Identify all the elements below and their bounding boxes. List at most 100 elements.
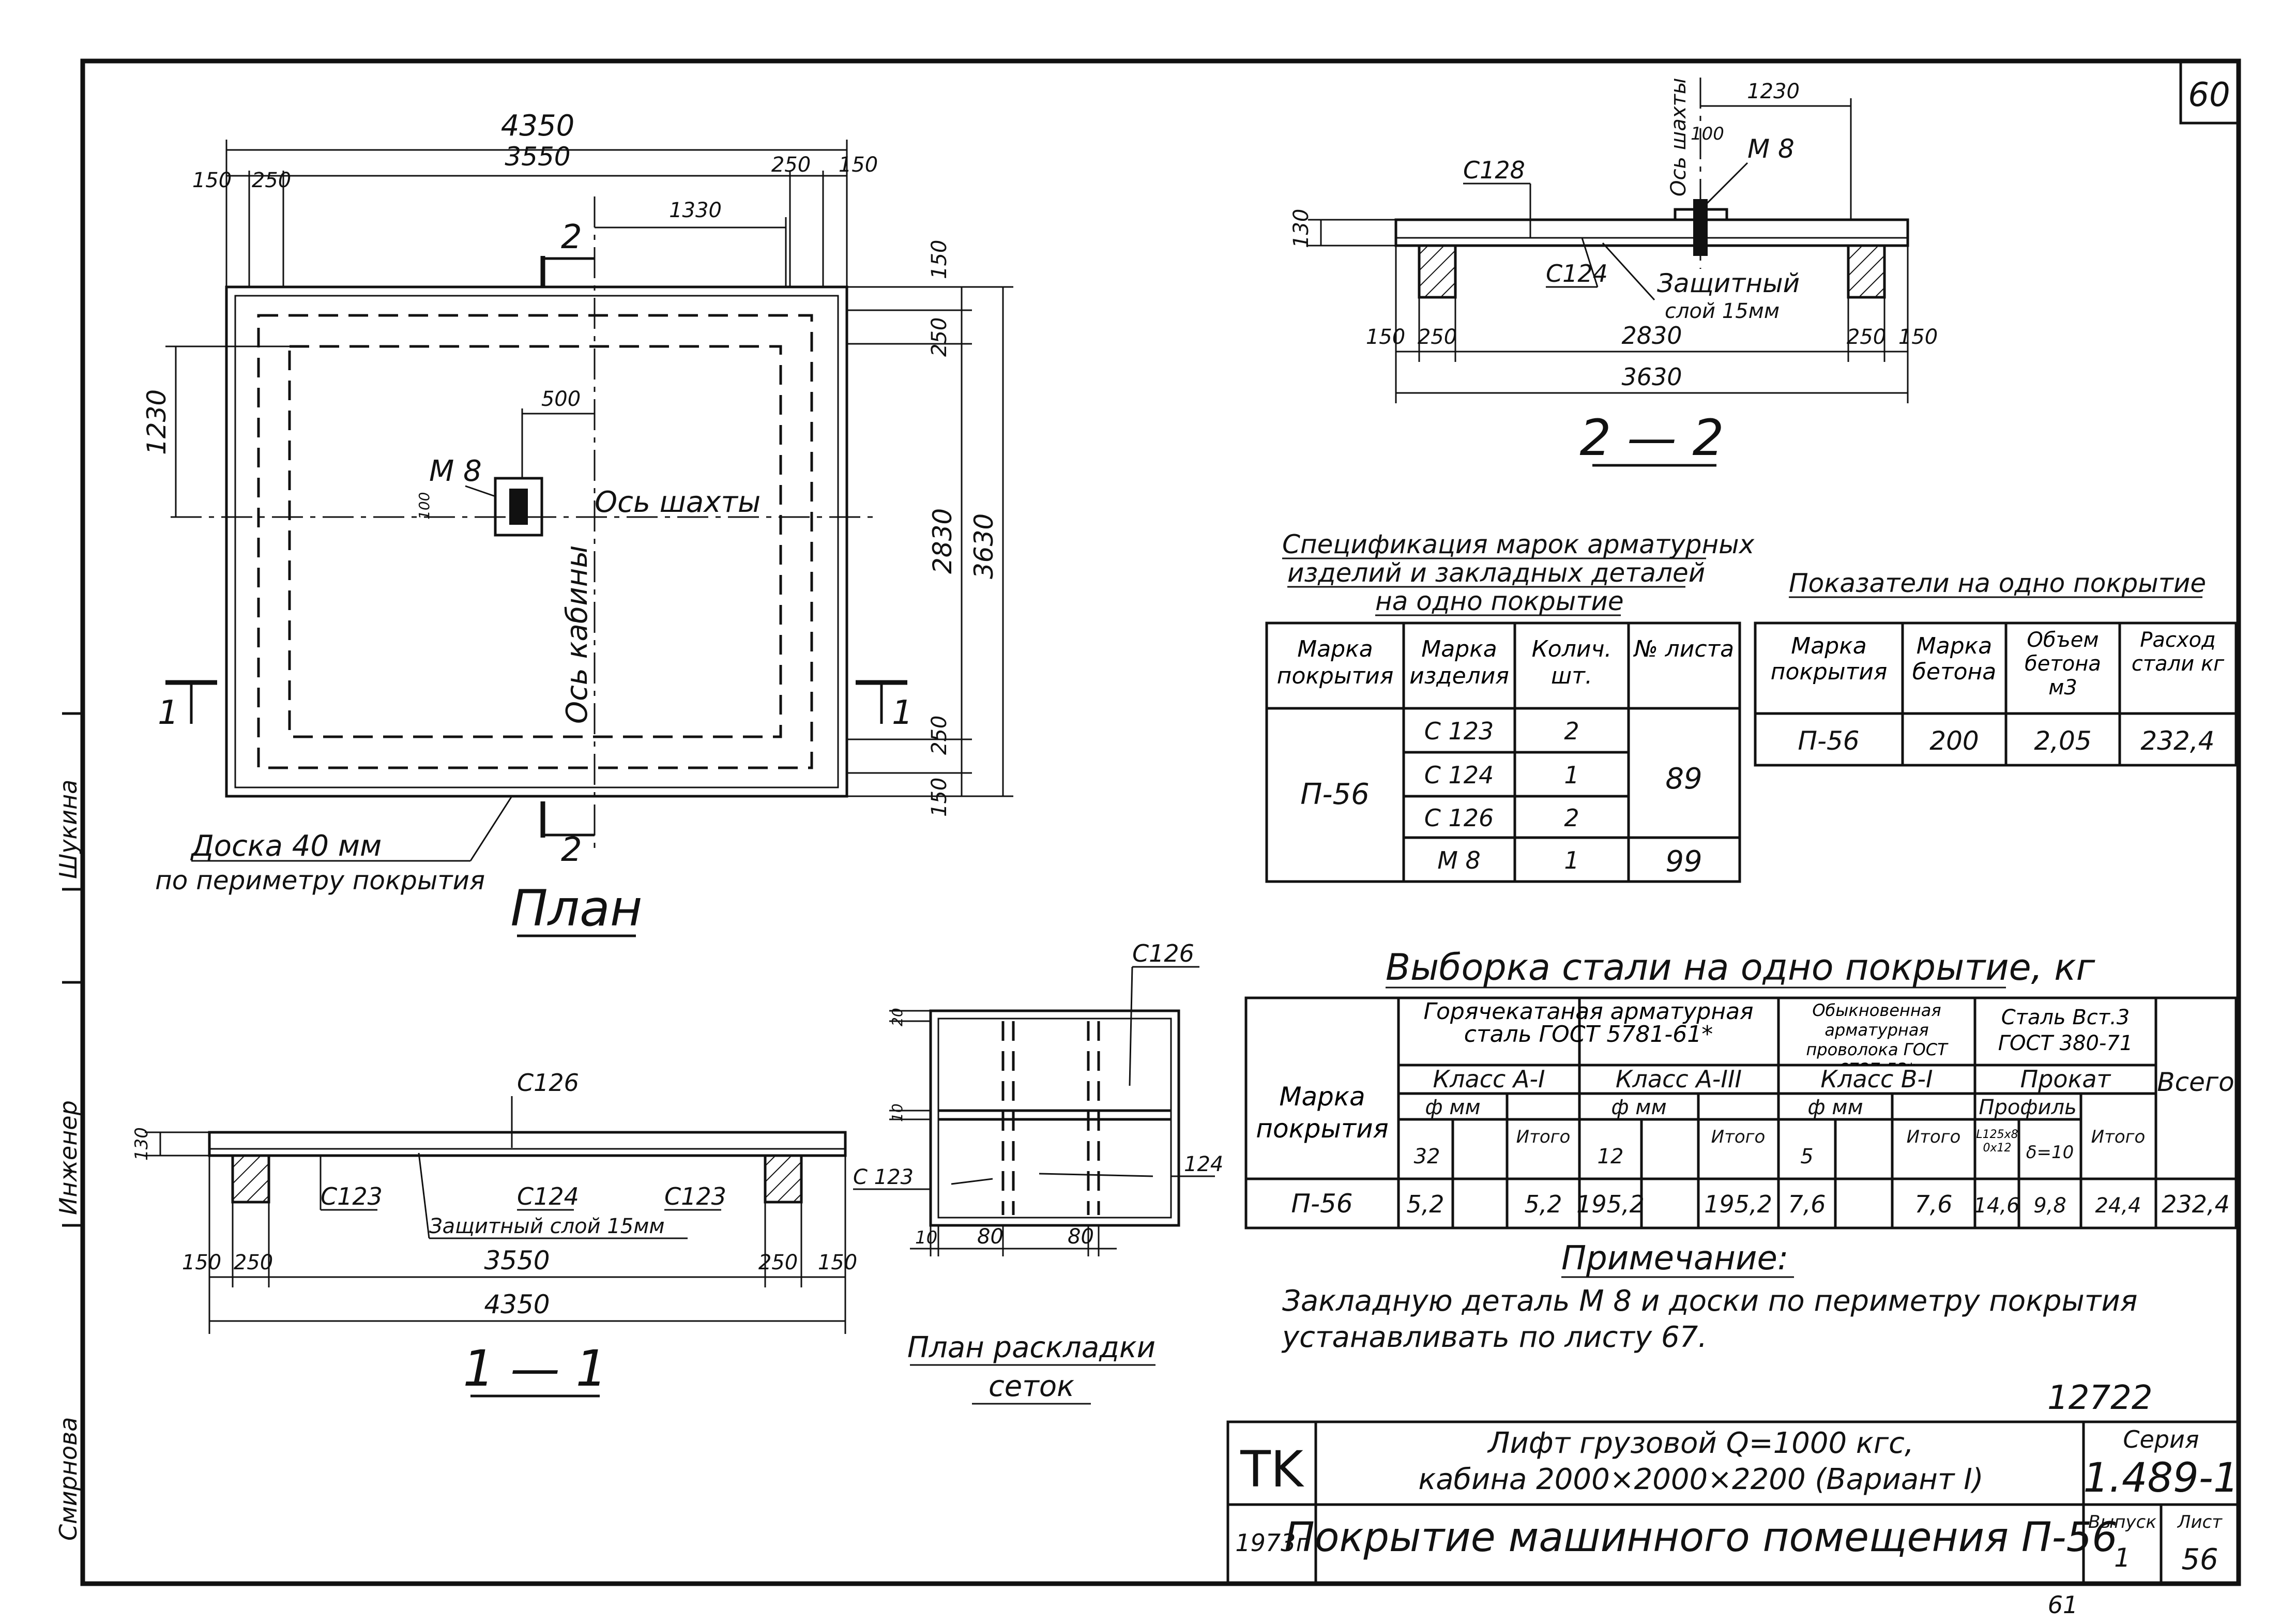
s22-protective1: Защитный	[1657, 268, 1800, 298]
plan-dim-1330: 1330	[669, 199, 722, 222]
ind-v-volume: 2,05	[2034, 726, 2091, 756]
mesh-dim-10-bottom: 10	[915, 1227, 937, 1248]
mesh-c123: С 123	[853, 1165, 914, 1189]
steel-cls-b1: Класс В-I	[1820, 1065, 1933, 1093]
spec-h-cover-mark: Марка покрытия	[1276, 636, 1394, 689]
s22-dim-250-left: 250	[1418, 325, 1457, 349]
steel-row-mark: П-56	[1291, 1189, 1352, 1219]
mesh-dim-80-left: 80	[977, 1225, 1003, 1249]
spec-row4-qty: 1	[1564, 846, 1579, 874]
ind-h-volume: Объем бетона м3	[2025, 628, 2101, 700]
steel-phi-b1: ф мм	[1807, 1096, 1863, 1119]
spec-row4-item: М 8	[1437, 846, 1481, 874]
spec-title1: Спецификация марок арматурных	[1282, 529, 1755, 559]
s22-dim-150-left: 150	[1366, 325, 1405, 349]
s22-dim-130: 130	[1289, 209, 1313, 248]
sheet-frame	[80, 58, 2241, 1586]
title-line3: Покрытие машинного помещения П-56	[1284, 1514, 2118, 1561]
plan-rdim-250-bot: 250	[927, 716, 951, 755]
steel-angle: L125х80х12	[1976, 1128, 2018, 1155]
steel-itogo-b1: Итого	[1907, 1127, 1961, 1147]
sheet-label: Лист	[2177, 1512, 2223, 1532]
steel-title: Выборка стали на одно покрытие, кг	[1386, 946, 2095, 989]
plan-dim-150-right: 150	[839, 153, 878, 177]
plan-m8-label: M 8	[429, 454, 482, 488]
ind-h-cover: Марка покрытия	[1770, 633, 1888, 685]
series-label: Серия	[2123, 1425, 2199, 1453]
s11-dim-250-right: 250	[758, 1251, 798, 1274]
steel-h-wire: Обыкновенная арматурная проволока ГОСТ 6…	[1806, 1000, 1948, 1065]
s22-dim-250-right: 250	[1847, 325, 1886, 349]
steel-d5: 5	[1800, 1145, 1813, 1168]
s11-c126: С126	[517, 1069, 579, 1097]
spec-row3-item: С 126	[1424, 804, 1494, 832]
s22-slab	[1394, 218, 1909, 247]
s22-dim-2830: 2830	[1621, 322, 1682, 350]
steel-profile: Профиль	[1979, 1096, 2076, 1119]
title-block: 12722 TK 1973г Лифт грузовой Q=1000 кгс,…	[1226, 1379, 2240, 1619]
steel-prokat: Прокат	[2020, 1065, 2111, 1093]
steel-h-vst: Сталь Вст.3 ГОСТ 380-71	[1998, 1006, 2133, 1055]
slab-outline	[225, 285, 848, 798]
plan-dim-500: 500	[541, 387, 581, 411]
steel-cls-a3: Класс А-III	[1616, 1065, 1742, 1093]
steel-itogo-a1: Итого	[1516, 1127, 1571, 1147]
s22-m8: M 8	[1747, 134, 1795, 164]
sheet-value: 56	[2181, 1543, 2218, 1576]
ind-h-steel: Расход стали кг	[2131, 628, 2225, 676]
doc-number: 12722	[2047, 1379, 2153, 1417]
s11-support-right	[764, 1154, 803, 1204]
spec-sheet-99: 99	[1665, 845, 1702, 878]
plan-board-line1: Доска 40 мм	[190, 829, 382, 863]
plan-dim-150-left: 150	[192, 169, 232, 192]
plan-title: План	[510, 879, 642, 937]
tk-label: TK	[1240, 1440, 1304, 1498]
spec-row1-qty: 2	[1564, 717, 1579, 745]
plan-ldim-1230: 1230	[142, 389, 172, 455]
s11-c123b: С123	[664, 1182, 726, 1210]
m8-bolt	[509, 489, 528, 525]
plan-rdim-250-top: 250	[927, 317, 951, 357]
mesh-title1: План раскладки	[907, 1331, 1155, 1364]
spec-row2-qty: 1	[1564, 761, 1579, 789]
ind-h-concrete: Марка бетона	[1912, 633, 1997, 685]
steel-row-total: 232,4	[2162, 1190, 2230, 1218]
spec-sheet-89: 89	[1665, 762, 1702, 796]
plan-rdim-3630: 3630	[969, 513, 999, 579]
steel-phi-a1: ф мм	[1425, 1096, 1480, 1119]
s22-c124: С124	[1546, 260, 1608, 287]
s22-c128: С128	[1463, 156, 1525, 184]
stamp-role2: Шукина	[54, 780, 82, 879]
s11-slab	[208, 1131, 847, 1157]
spec-h-item-mark: Марка изделия	[1409, 636, 1509, 689]
s22-support-right	[1847, 244, 1886, 299]
spec-cover-mark: П-56	[1300, 778, 1370, 811]
mesh-frame	[929, 1009, 1180, 1227]
plan-view: 4350 3550 150 250 250 150 1330 500 150 2…	[142, 109, 1013, 937]
spec-h-qty: Колич. шт.	[1531, 636, 1612, 689]
page-number: 60	[2188, 76, 2230, 114]
spec-title3: на одно покрытие	[1375, 586, 1624, 616]
section-1-1: С126 С123 С124 С123 Защитный слой 15мм 1…	[131, 1069, 857, 1398]
plan-dim-4350: 4350	[501, 109, 575, 143]
series-value: 1.489-1	[2083, 1455, 2239, 1501]
indicators-table: Показатели на одно покрытие Марка покрыт…	[1754, 568, 2238, 767]
s11-c124: С124	[517, 1182, 579, 1210]
stamp-name: Смирнова	[54, 1417, 82, 1541]
plan-dim-100: 100	[416, 492, 433, 520]
plan-dim-250-left: 250	[252, 169, 291, 192]
issue-label: Выпуск	[2088, 1512, 2156, 1532]
s22-dim-3630: 3630	[1621, 363, 1682, 391]
note-title: Примечание:	[1561, 1239, 1788, 1278]
title-line2: кабина 2000×2000×2200 (Вариант I)	[1418, 1463, 1983, 1496]
s11-dim-130: 130	[131, 1127, 152, 1161]
steel-itogo-prokat: Итого	[2091, 1127, 2146, 1147]
section-2-2: 1230 100 Ось шахты M 8 С128 С124 Защитны…	[1289, 78, 1938, 467]
steel-h-total: Всего	[2157, 1067, 2234, 1097]
ind-title: Показатели на одно покрытие	[1789, 568, 2206, 598]
steel-row-a3: 195,2	[1576, 1190, 1645, 1218]
mesh-title2: сеток	[989, 1370, 1074, 1403]
mesh-outline-inner	[288, 345, 782, 738]
plan-dim-3550: 3550	[505, 142, 570, 172]
